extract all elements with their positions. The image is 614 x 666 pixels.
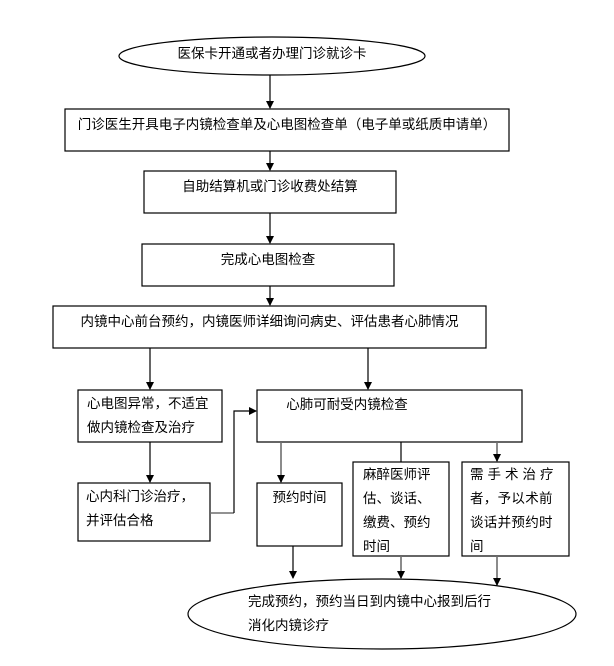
ecg-abnormal-line-2: 做内镜检查及治疗 [87,420,195,436]
ecg-abnormal-line-1: 心电图异常，不适宜 [87,396,209,412]
edge-cardio-tolerable-b [233,407,257,513]
surgery-line-1: 需手术治疗 [470,467,558,483]
frontdesk-label: 内镜中心前台预约，内镜医师详细询问病史、评估患者心肺情况 [80,314,459,330]
cardio-label: 心内科门诊治疗， 并评估合格 [86,485,194,533]
surgery-line-4: 间 [470,539,484,555]
anesthesia-box [352,461,450,557]
tolerable-label: 心肺可耐受内镜检查 [286,397,408,413]
pay-box [143,170,397,214]
surgery-label: 需手术治疗 者，予以术前 谈话并预约时 间 [470,463,558,559]
schedule-label: 预约时间 [272,490,327,506]
anesthesia-line-2: 估、谈话、 [363,491,431,507]
ecg-label: 完成心电图检查 [220,252,316,268]
ecg-abnormal-label: 心电图异常，不适宜 做内镜检查及治疗 [87,392,209,440]
start-ellipse [118,36,426,76]
start-label: 医保卡开通或者办理门诊就诊卡 [177,46,367,62]
frontdesk-box [52,305,487,349]
ecg-box [141,243,395,287]
cardio-line-2: 并评估合格 [86,513,154,529]
tolerable-box [256,389,523,443]
surgery-box [461,461,570,557]
anesthesia-label: 麻醉医师评 估、谈话、 缴费、预约 时间 [363,463,431,559]
schedule-box [256,482,343,547]
anesthesia-line-1: 麻醉医师评 [363,467,431,483]
surgery-line-2: 者，予以术前 [470,491,553,507]
end-line-2: 消化内镜诊疗 [248,618,329,634]
end-label: 完成预约，预约当日到内镜中心报到后行 消化内镜诊疗 [248,590,491,638]
pay-label: 自助结算机或门诊收费处结算 [182,179,358,195]
cardio-box [77,482,211,542]
end-line-1: 完成预约，预约当日到内镜中心报到后行 [248,594,491,610]
end-ellipse [187,578,577,650]
cardio-line-1: 心内科门诊治疗， [86,489,194,505]
order-box [64,108,510,152]
order-label: 门诊医生开具电子内镜检查单及心电图检查单（电子单或纸质申请单） [77,117,497,133]
surgery-line-3: 谈话并预约时 [470,515,553,531]
anesthesia-line-3: 缴费、预约 [363,515,431,531]
anesthesia-line-4: 时间 [363,539,390,555]
